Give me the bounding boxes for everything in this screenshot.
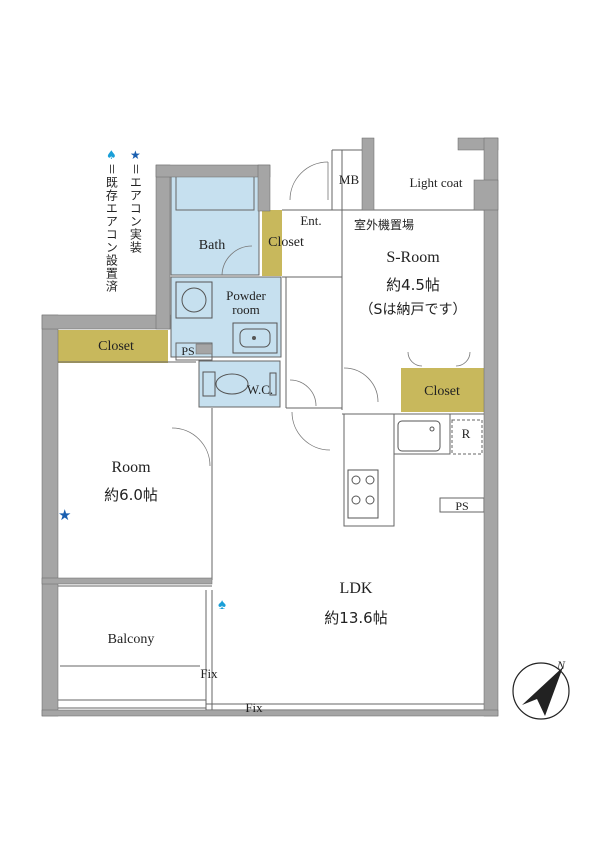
aircon-spade-icon: ♠: [218, 597, 226, 613]
washing-machine: [175, 281, 213, 319]
outdoor-unit-label: 室外機置場: [353, 218, 415, 232]
wash-basin: [232, 322, 278, 354]
balcony-label: Balcony: [107, 632, 155, 647]
ldk-name: LDK: [339, 580, 373, 597]
legend-spade-text: ＝既存エアコン設置済: [104, 163, 119, 294]
legend-star-text: ＝エアコン実装: [128, 163, 143, 255]
spade-icon: ♠: [104, 148, 119, 163]
compass: [512, 662, 570, 720]
s-room-note: （Sは納戸です）: [359, 302, 467, 318]
wc-area: [198, 360, 281, 408]
room-size: 約6.0帖: [104, 486, 158, 504]
star-icon: ★: [128, 148, 143, 163]
ps-left-label: PS: [181, 344, 195, 358]
legend-spade: ♠＝既存エアコン設置済: [104, 148, 118, 293]
bath-label: Bath: [198, 238, 226, 253]
room-name: Room: [111, 459, 151, 476]
wc-label: W.C.: [246, 382, 274, 397]
aircon-star-icon: ★: [58, 508, 72, 524]
fix-label-2: Fix: [245, 700, 263, 715]
powder-room-label-1: Powder: [226, 288, 266, 303]
powder-room-label-2: room: [232, 302, 260, 317]
closet-left-fill: [57, 330, 168, 363]
powder-room-area: [170, 276, 282, 358]
entrance-label: Ent.: [300, 213, 322, 228]
closet-right-label: Closet: [424, 384, 460, 399]
mb-label: MB: [338, 172, 360, 187]
refrigerator-label: R: [461, 426, 471, 441]
s-room-name: S-Room: [386, 249, 440, 266]
closet-right-fill: [401, 368, 484, 412]
closet-bath-fill: [262, 210, 282, 276]
s-room-size: 約4.5帖: [386, 276, 440, 294]
closet-bath-label: Closet: [268, 235, 304, 250]
compass-north-label: N: [557, 658, 566, 672]
ldk-size: 約13.6帖: [324, 609, 388, 627]
ps-right-label: PS: [455, 499, 469, 513]
toilet: [215, 373, 249, 395]
legend-star: ★＝エアコン実装: [128, 148, 142, 254]
light-coat-label: Light coat: [409, 175, 463, 190]
bathtub: [175, 175, 255, 211]
closet-left-label: Closet: [98, 339, 134, 354]
fix-label-1: Fix: [200, 666, 218, 681]
